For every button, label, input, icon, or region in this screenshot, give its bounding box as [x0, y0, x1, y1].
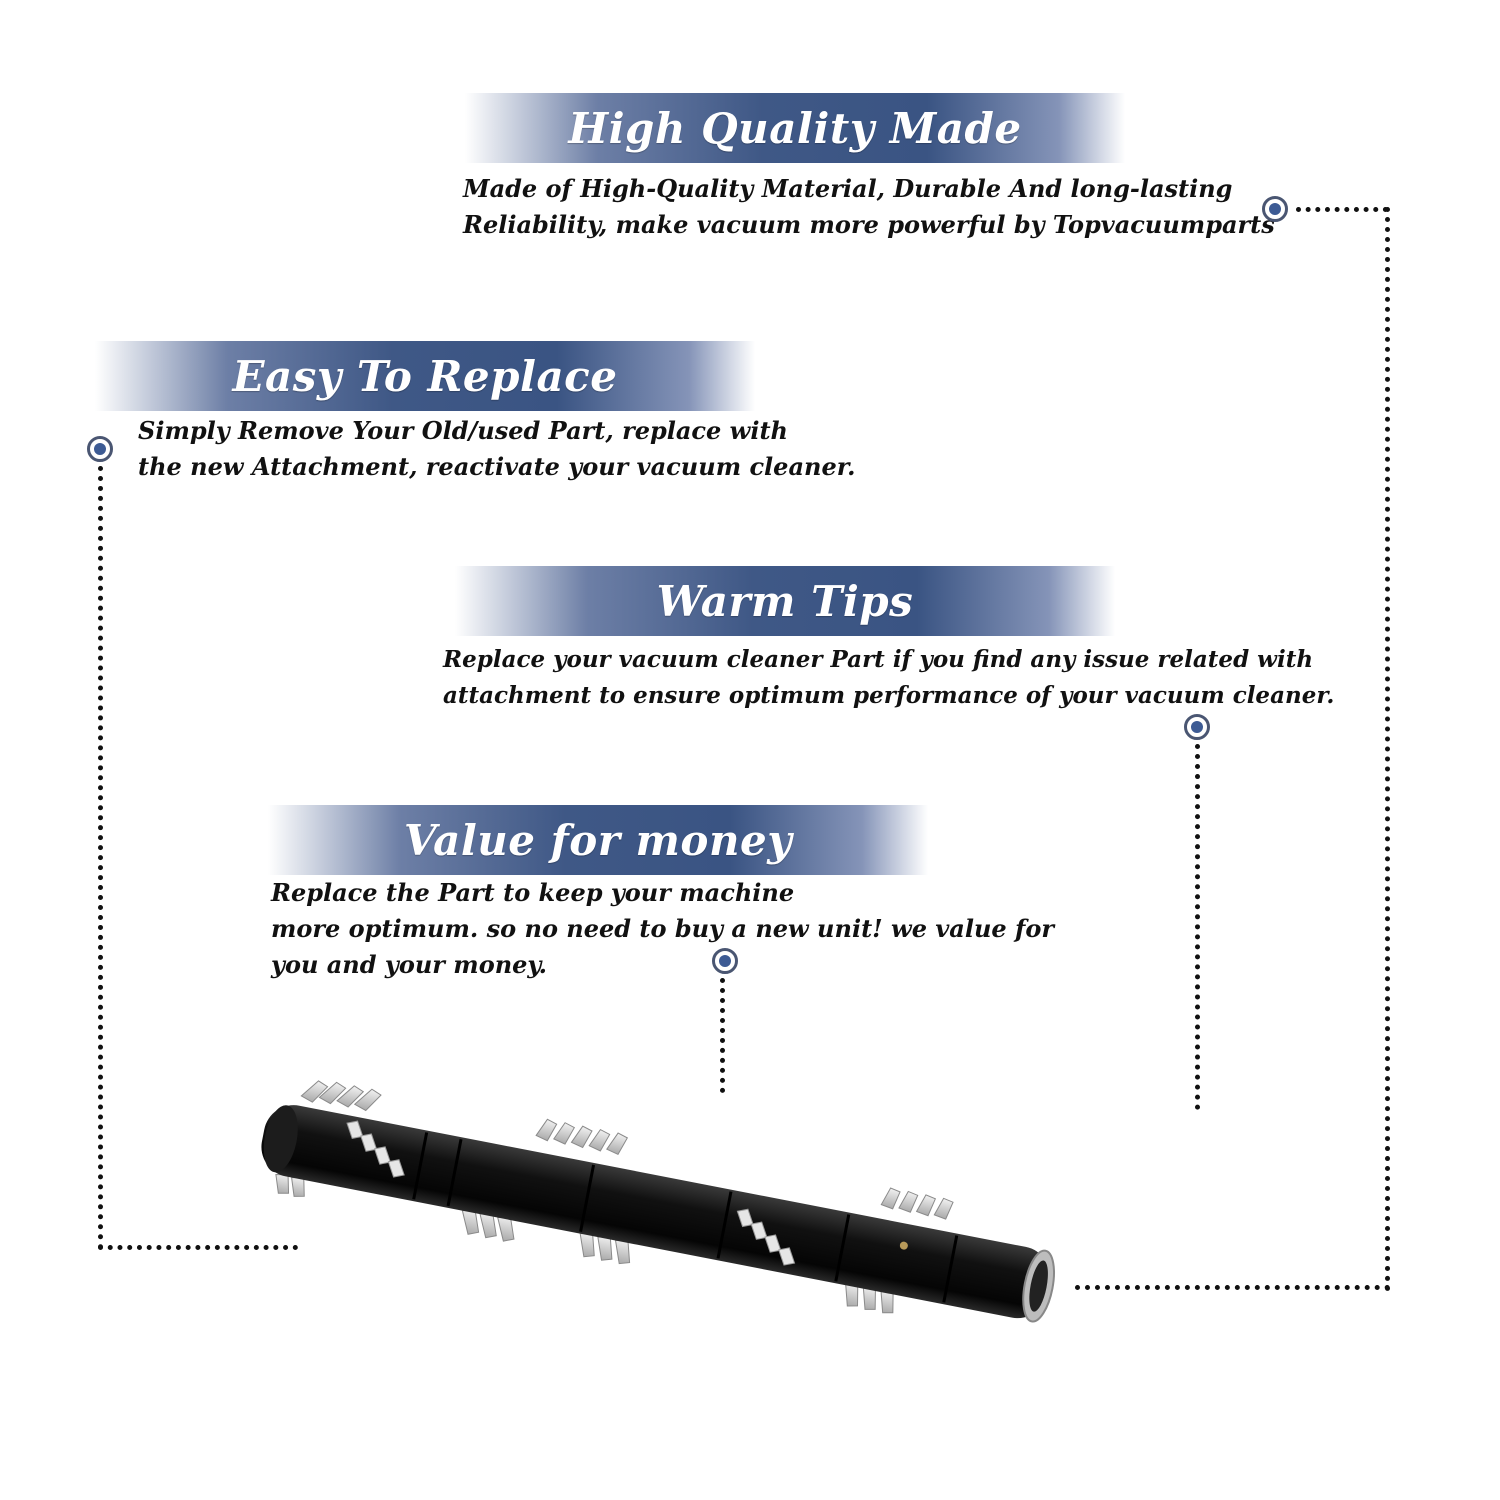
- feature-title-easy-replace: Easy To Replace: [232, 351, 618, 401]
- desc-line: Replace the Part to keep your machine: [271, 878, 795, 907]
- feature-title-value-money: Value for money: [403, 815, 793, 865]
- feature-title-warm-tips: Warm Tips: [656, 576, 914, 626]
- desc-line: attachment to ensure optimum performance…: [443, 682, 1335, 709]
- desc-line: Made of High-Quality Material, Durable A…: [463, 174, 1233, 203]
- desc-line: Reliability, make vacuum more powerful b…: [463, 210, 1275, 239]
- banner-easy-replace: Easy To Replace: [95, 341, 755, 411]
- desc-line: Simply Remove Your Old/used Part, replac…: [138, 416, 788, 445]
- feature-title-high-quality: High Quality Made: [568, 103, 1022, 153]
- desc-line: Replace your vacuum cleaner Part if you …: [443, 646, 1314, 673]
- banner-high-quality: High Quality Made: [465, 93, 1125, 163]
- desc-line: you and your money.: [271, 950, 547, 979]
- feature-desc-warm-tips: Replace your vacuum cleaner Part if you …: [443, 642, 1334, 714]
- banner-value-money: Value for money: [268, 805, 928, 875]
- brushroll-image: [261, 1080, 1055, 1323]
- feature-desc-high-quality: Made of High-Quality Material, Durable A…: [463, 171, 1275, 243]
- target-dot-icon: [87, 436, 113, 462]
- connector-line: [1385, 207, 1390, 1292]
- target-dot-icon: [1262, 196, 1288, 222]
- desc-line: the new Attachment, reactivate your vacu…: [138, 452, 856, 481]
- connector-line: [1075, 1285, 1390, 1290]
- desc-line: more optimum. so no need to buy a new un…: [271, 914, 1054, 943]
- banner-warm-tips: Warm Tips: [455, 566, 1115, 636]
- connector-line: [1296, 207, 1388, 212]
- target-dot-icon: [1184, 714, 1210, 740]
- connector-line: [98, 466, 103, 1250]
- target-dot-icon: [712, 948, 738, 974]
- feature-desc-value-money: Replace the Part to keep your machine mo…: [271, 875, 1054, 983]
- connector-line: [1195, 744, 1200, 1110]
- connector-line: [98, 1245, 298, 1250]
- connector-line: [720, 978, 725, 1093]
- feature-desc-easy-replace: Simply Remove Your Old/used Part, replac…: [138, 413, 856, 485]
